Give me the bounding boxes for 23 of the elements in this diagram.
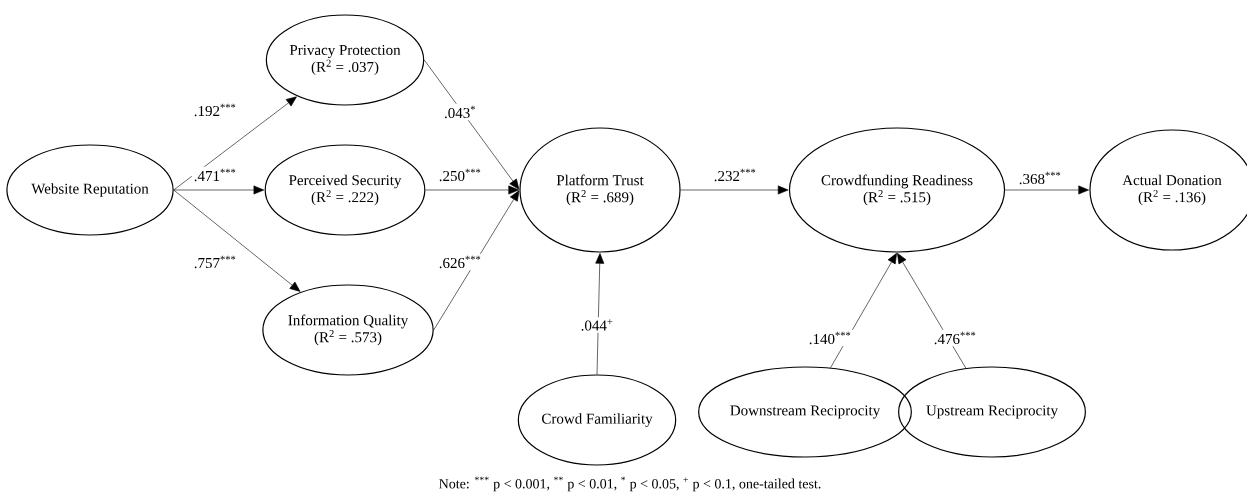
path-arrow [173,96,297,191]
path-arrow [173,185,265,195]
path-arrow [595,253,605,375]
path-coefficient: .043$^{*}$ [442,103,478,121]
path-coefficient: .471$^{***}$ [191,166,239,184]
path-coefficient: .232$^{***}$ [711,166,759,184]
path-coefficient: .757$^{***}$ [191,253,239,271]
path-arrow [680,185,789,195]
path-coefficient: .044$^{+}$ [578,317,616,333]
path-arrow [423,59,520,190]
path-coefficient: .368$^{***}$ [1016,169,1064,187]
path-arrow [830,253,897,368]
path-coefficient: .140$^{***}$ [806,329,854,347]
path-coefficient: .192$^{***}$ [191,101,239,119]
path-arrow [433,190,520,331]
path-coefficient: .476$^{***}$ [931,329,979,347]
path-arrow [1004,185,1089,195]
path-coefficient: .250$^{***}$ [436,166,484,184]
path-arrow [425,185,519,195]
path-arrow [897,252,967,369]
note: Note: $^{***}$ p < 0.001, $^{**}$ p < 0.01, $^{*}$ p < 0.05, $^{+}$ p < 0.1, one-tailed test. [439,476,821,492]
path-arrow [173,189,301,292]
path-coefficient: .626$^{***}$ [436,253,484,271]
